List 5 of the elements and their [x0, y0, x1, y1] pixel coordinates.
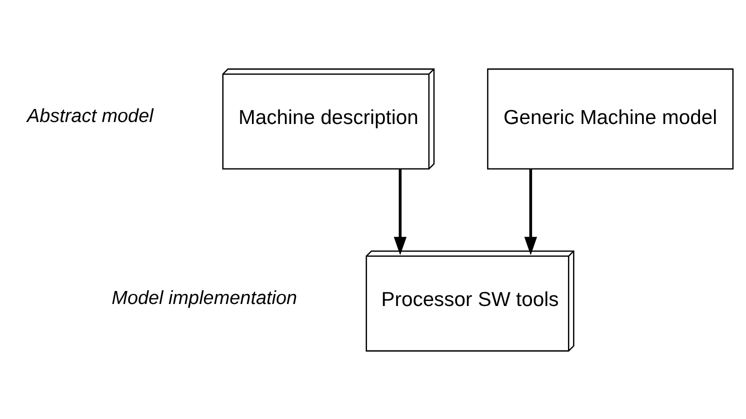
label: Abstract model	[26, 106, 154, 127]
arrow	[524, 168, 538, 255]
label: Model implementation	[112, 288, 298, 309]
arrow	[394, 168, 407, 255]
node-box: Generic Machine model	[487, 68, 734, 170]
